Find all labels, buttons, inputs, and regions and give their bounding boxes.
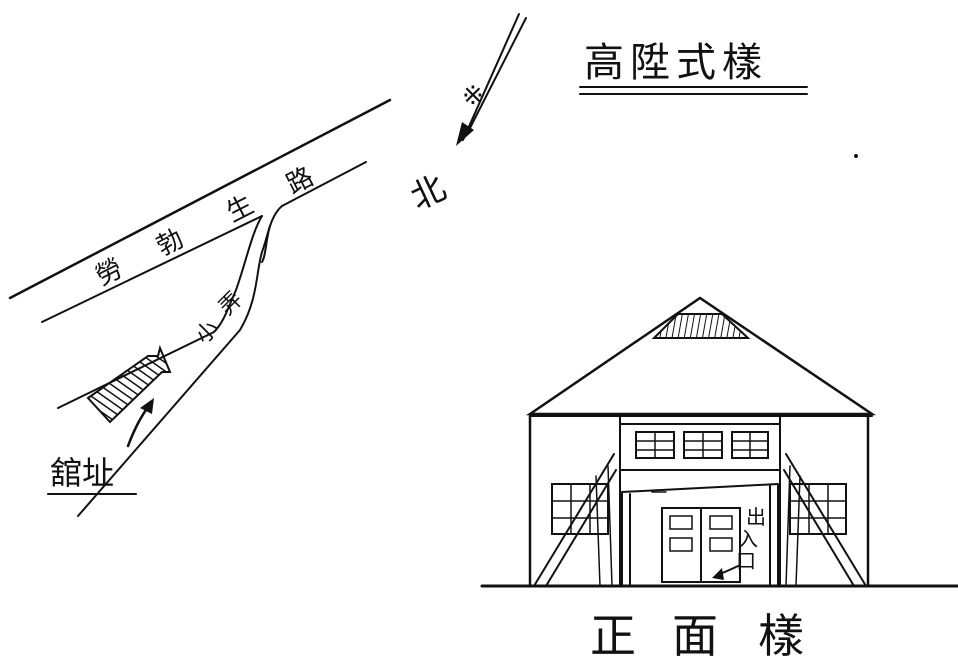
ink-dot <box>854 154 858 158</box>
roof <box>525 296 877 416</box>
entrance-label-char-1: 出 <box>746 505 766 529</box>
site-label: 舘址 <box>50 454 114 492</box>
title-group: 高陞式樣 <box>579 40 808 95</box>
road-label-char-3: 生 <box>222 190 259 229</box>
lane-edge-right-2 <box>261 225 271 263</box>
entrance-door <box>661 507 741 583</box>
lane-edge-right <box>77 205 283 517</box>
north-arrowhead <box>456 122 474 146</box>
caption-char-3: 樣 <box>758 609 804 663</box>
entrance-label-char-2: 入 <box>738 527 758 551</box>
road-edge-lower <box>41 215 263 323</box>
title-text: 高陞式樣 <box>584 40 768 86</box>
north-mark: ※ <box>462 81 484 111</box>
entrance-label-char-3: 口 <box>736 549 756 573</box>
road-label-char-2: 勃 <box>152 224 189 263</box>
north-arrow: ※ 北 <box>405 13 527 219</box>
lane-label-char-2: 弄 <box>215 287 248 320</box>
lane-edge-left <box>57 215 263 409</box>
caption-char-2: 面 <box>672 609 718 663</box>
north-label: 北 <box>405 168 453 219</box>
roof-vent <box>651 313 751 339</box>
caption-char-1: 正 <box>590 609 636 663</box>
upper-window-2 <box>683 431 723 459</box>
front-elevation: 出 入 口 <box>480 296 958 663</box>
upper-window-1 <box>635 431 675 459</box>
site-map: 勞 勃 生 路 小 弄 舘址 <box>8 98 392 517</box>
lane-label-char-1: 小 <box>191 316 224 349</box>
road-edge-upper <box>8 98 392 300</box>
upper-window-3 <box>731 431 769 459</box>
building-site <box>86 344 172 424</box>
porch-frame <box>621 483 779 587</box>
side-brace-left <box>533 453 617 587</box>
road-label-char-4: 路 <box>282 162 319 201</box>
road-label-char-1: 勞 <box>91 253 128 292</box>
side-brace-right <box>783 453 867 587</box>
